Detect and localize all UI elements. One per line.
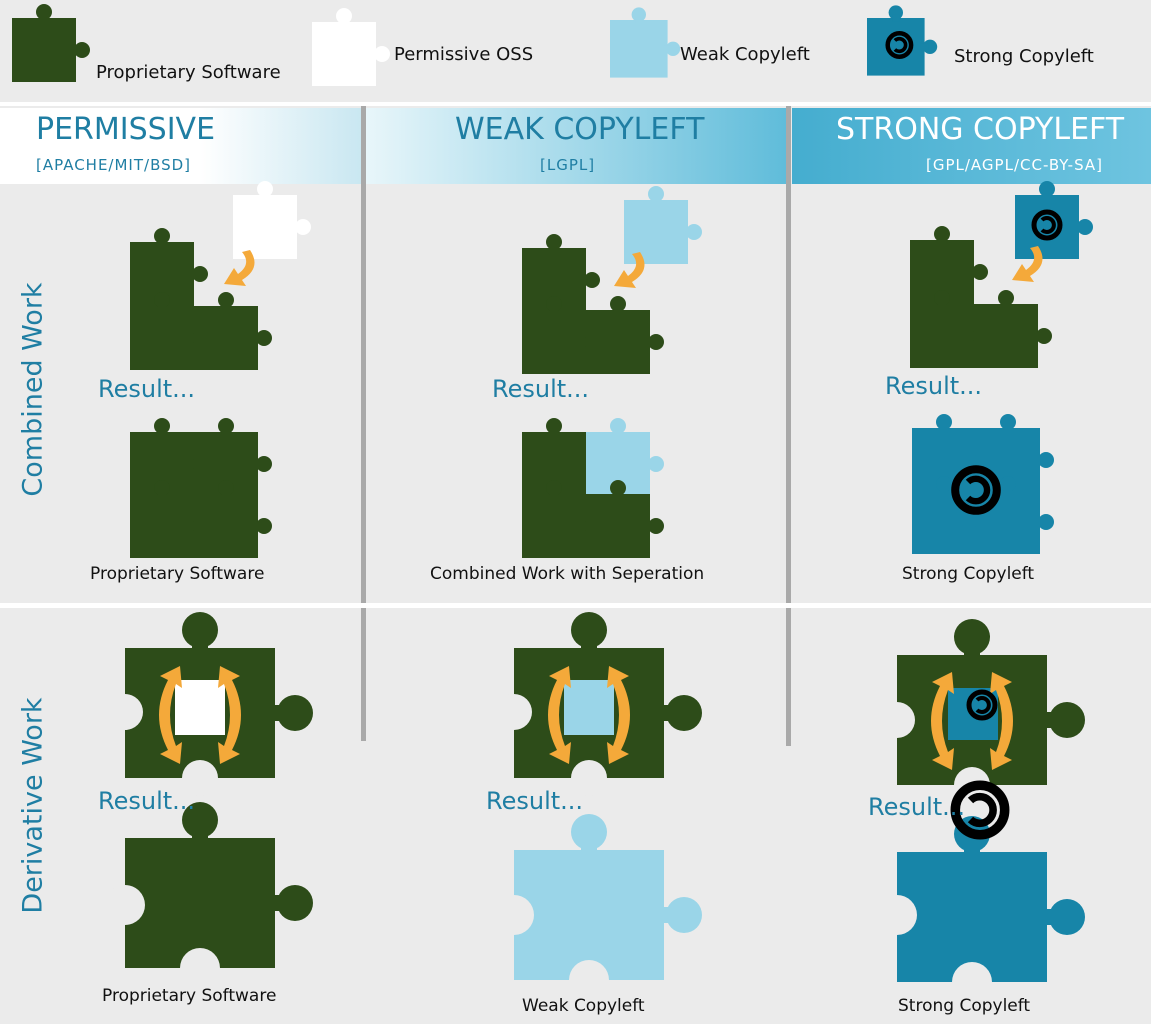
caption-combined-strong: Strong Copyleft — [902, 564, 1035, 584]
result-text-derivative-permissive: Result... — [98, 787, 196, 815]
combined-result-proprietary — [130, 418, 272, 558]
combined-result-weak — [522, 418, 664, 558]
legend-proprietary-label: Proprietary Software — [96, 62, 281, 83]
row-label-derivative: Derivative Work — [17, 697, 49, 914]
column-subtitle-strong: [GPL/AGPL/CC-BY-SA] — [926, 156, 1104, 174]
result-text-derivative-weak: Result... — [486, 787, 584, 815]
row-label-combined: Combined Work — [17, 282, 49, 497]
caption-derivative-strong: Strong Copyleft — [898, 996, 1031, 1016]
result-text-combined-weak: Result... — [492, 375, 590, 403]
caption-derivative-permissive: Proprietary Software — [102, 986, 277, 1006]
legend-permissive-label: Permissive OSS — [394, 44, 534, 65]
legend-weak-label: Weak Copyleft — [680, 44, 810, 65]
caption-combined-weak: Combined Work with Seperation — [430, 564, 705, 584]
column-title-weak: WEAK COPYLEFT — [455, 112, 705, 147]
legend-strong-label: Strong Copyleft — [954, 46, 1094, 67]
result-text-combined-permissive: Result... — [98, 375, 196, 403]
result-text-derivative-strong: Result... — [868, 793, 966, 821]
caption-derivative-weak: Weak Copyleft — [522, 996, 645, 1016]
column-title-strong: STRONG COPYLEFT — [836, 112, 1125, 147]
result-text-combined-strong: Result... — [885, 372, 983, 400]
caption-combined-permissive: Proprietary Software — [90, 564, 265, 584]
column-title-permissive: PERMISSIVE — [36, 112, 216, 147]
column-subtitle-permissive: [APACHE/MIT/BSD] — [36, 156, 192, 174]
column-subtitle-weak: [LGPL] — [540, 156, 596, 174]
